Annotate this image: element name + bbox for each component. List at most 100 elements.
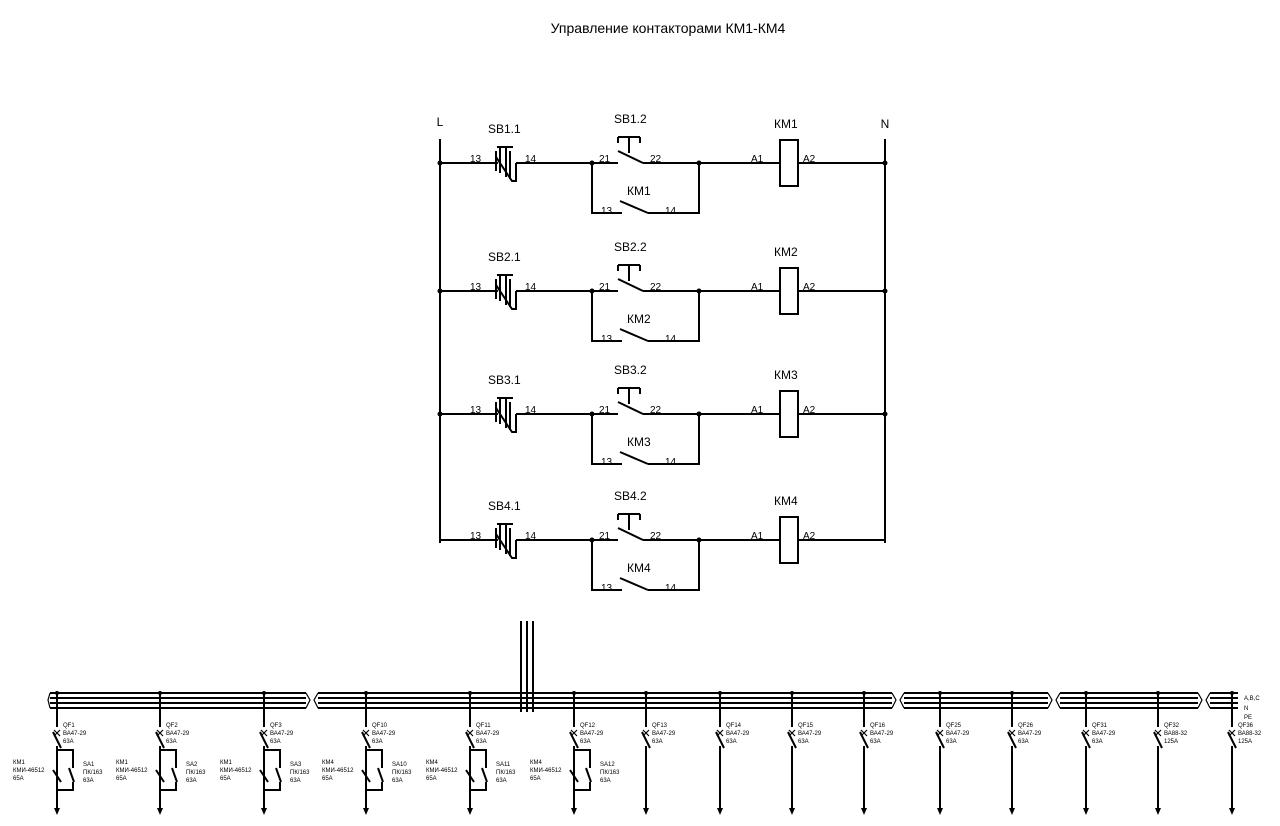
pin-label: A1	[751, 282, 764, 293]
switch-model: ПК/163	[290, 770, 310, 776]
junction-dot	[696, 288, 702, 294]
bypass-switch-symbol	[585, 767, 592, 783]
pin-label: 22	[650, 154, 662, 165]
breaker-model: ВА47-29	[63, 731, 87, 737]
pin-label: 14	[525, 282, 537, 293]
bypass-wire	[160, 749, 177, 768]
breaker-rating: 63А	[63, 739, 74, 745]
contactor-model: КМИ-46512	[116, 768, 148, 774]
breaker-model: ВА47-29	[270, 731, 294, 737]
bus-label-neutral: N	[1244, 706, 1248, 712]
bypass-wire	[470, 749, 487, 768]
breaker-rating: 63А	[1018, 739, 1029, 745]
breaker-symbol	[259, 731, 269, 749]
junction-dot	[589, 160, 595, 166]
pin-label: A2	[803, 282, 816, 293]
neutral-label: N	[881, 117, 890, 131]
start-button-label: SB1.2	[614, 112, 647, 126]
pin-label: 21	[599, 531, 611, 542]
stop-button-symbol	[488, 146, 517, 182]
feeder-QF12: QF12ВА47-2963АКМ4КМИ-4651265АSA12ПК/1636…	[530, 691, 620, 815]
hold-loop	[591, 291, 700, 342]
breaker-label: QF11	[476, 723, 491, 729]
feeder-arrow	[1083, 808, 1089, 815]
breaker-label: QF16	[870, 723, 886, 729]
breaker-label: QF36	[1238, 723, 1254, 729]
breaker-model: ВА47-29	[1018, 731, 1042, 737]
feeder-arrow	[643, 808, 649, 815]
bypass-switch-symbol	[481, 767, 488, 783]
contactor-contact-symbol	[259, 769, 269, 783]
stop-button-label: SB1.1	[488, 122, 521, 136]
breaker-rating: 63А	[726, 739, 737, 745]
switch-rating: 63А	[83, 778, 94, 784]
bypass-wire	[160, 782, 177, 791]
breaker-symbol	[1007, 731, 1017, 749]
feeder-arrow	[571, 808, 577, 815]
hold-loop	[591, 414, 700, 465]
start-button-symbol	[617, 513, 644, 541]
breaker-model: ВА47-29	[946, 731, 970, 737]
breaker-rating: 63А	[372, 739, 383, 745]
coil-symbol	[779, 139, 799, 187]
pin-label: 21	[599, 405, 611, 416]
breaker-rating: 63А	[652, 739, 663, 745]
contactor-contact-symbol	[52, 769, 62, 783]
hold-contact-symbol	[619, 328, 649, 342]
stop-button-label: SB4.1	[488, 499, 521, 513]
coil-label: КМ1	[774, 117, 798, 131]
pin-label: 14	[665, 206, 677, 217]
breaker-label: QF1	[63, 723, 75, 729]
breaker-symbol	[787, 731, 797, 749]
hold-contact-symbol	[619, 451, 649, 465]
junction-dot	[696, 411, 702, 417]
breaker-model: ВА88-32	[1164, 731, 1188, 737]
control-supply: L N	[437, 115, 890, 543]
pin-label: 13	[470, 282, 482, 293]
breaker-rating: 63А	[1092, 739, 1103, 745]
breaker-symbol	[1081, 731, 1091, 749]
breaker-symbol	[361, 731, 371, 749]
switch-label: SA10	[392, 762, 407, 768]
junction-dot	[589, 411, 595, 417]
junction-dot	[437, 160, 443, 166]
bus-label-phases: A,B,C	[1244, 696, 1260, 702]
contactor-rating: 65А	[322, 776, 333, 782]
pin-label: 13	[470, 531, 482, 542]
breaker-model: ВА88-32	[1238, 731, 1262, 737]
feeder-arrow	[1155, 808, 1161, 815]
contactor-rating: 65А	[426, 776, 437, 782]
bypass-wire	[470, 782, 487, 791]
breaker-model: ВА47-29	[476, 731, 500, 737]
hold-contact-label: КМ4	[627, 561, 651, 575]
contactor-contact-symbol	[569, 769, 579, 783]
feeder-arrow	[363, 808, 369, 815]
switch-rating: 63А	[600, 778, 611, 784]
pin-label: 13	[470, 405, 482, 416]
switch-model: ПК/163	[496, 770, 516, 776]
junction-dot	[437, 288, 443, 294]
start-button-label: SB3.2	[614, 363, 647, 377]
contactor-rating: 65А	[13, 776, 24, 782]
pin-label: 13	[601, 583, 613, 594]
pin-label: 21	[599, 282, 611, 293]
pin-label: A2	[803, 154, 816, 165]
hold-contact-symbol	[619, 200, 649, 214]
pin-label: 14	[525, 405, 537, 416]
switch-label: SA11	[496, 762, 511, 768]
pin-label: 22	[650, 282, 662, 293]
breaker-rating: 63А	[476, 739, 487, 745]
bypass-switch-symbol	[377, 767, 384, 783]
switch-label: SA12	[600, 762, 615, 768]
breaker-rating: 125А	[1164, 739, 1178, 745]
junction-dot	[696, 160, 702, 166]
start-button-symbol	[617, 136, 644, 164]
contactor-model: КМИ-46512	[426, 768, 458, 774]
power-distribution: A,B,C N PE	[47, 621, 1260, 721]
